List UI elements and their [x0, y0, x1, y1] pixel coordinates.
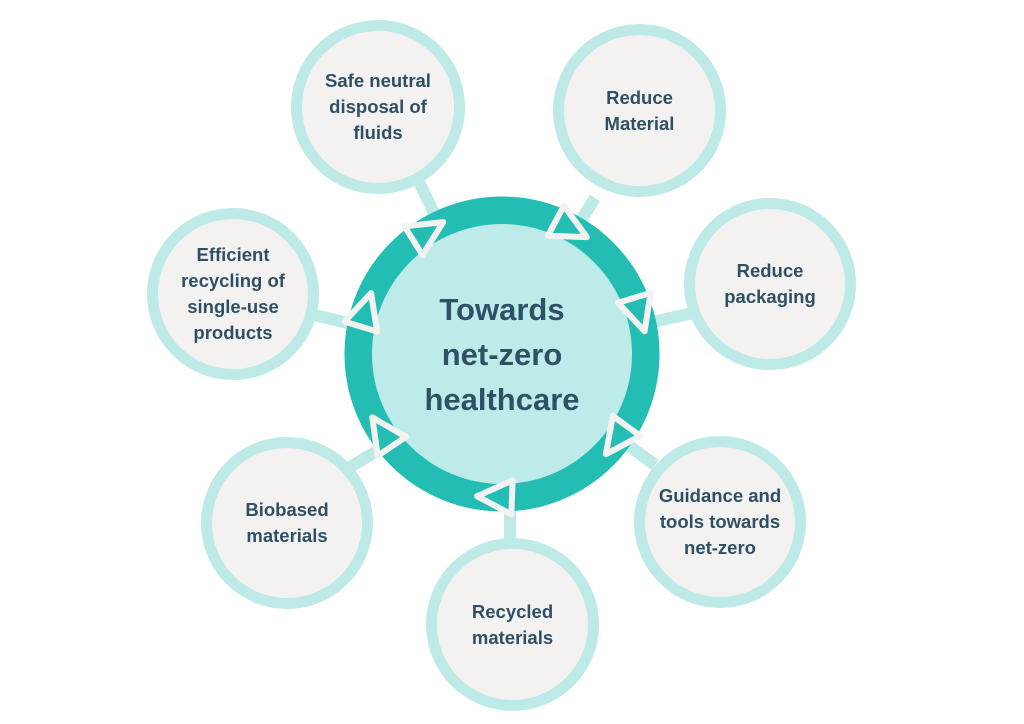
- node-biobased-materials: Biobased materials: [201, 437, 373, 609]
- triangle-arrow-icon: [615, 289, 654, 335]
- node-label: Reduce Material: [604, 86, 675, 134]
- connector-line: [411, 175, 441, 218]
- center-title: Towards net-zero healthcare: [424, 291, 580, 417]
- triangle-arrow-icon: [369, 414, 409, 459]
- connector-line: [624, 440, 659, 470]
- triangle-arrow-icon: [341, 290, 381, 335]
- node-safe-neutral-disposal: Safe neutral disposal of fluids: [291, 20, 465, 194]
- node-label: Efficient recycling of single-use produc…: [181, 244, 285, 343]
- node-label: Recycled materials: [471, 600, 554, 648]
- triangle-arrow-icon: [401, 219, 447, 259]
- node-label: Safe neutral disposal of fluids: [325, 70, 431, 143]
- node-label: Reduce packaging: [724, 260, 816, 307]
- triangle-arrow-icon: [602, 412, 644, 458]
- node-efficient-recycling: Efficient recycling of single-use produc…: [147, 208, 319, 380]
- triangle-arrow-icon: [474, 477, 516, 518]
- node-reduce-material: Reduce Material: [553, 24, 726, 197]
- node-reduce-packaging: Reduce packaging: [684, 198, 856, 370]
- node-label: Biobased materials: [245, 499, 329, 546]
- node-guidance-tools: Guidance and tools towards net-zero: [634, 436, 806, 608]
- triangle-arrow-icon: [544, 202, 590, 241]
- node-label: Guidance and tools towards net-zero: [658, 485, 782, 558]
- node-recycled-materials: Recycled materials: [426, 538, 599, 711]
- center-hub: Towards net-zero healthcare: [372, 224, 632, 484]
